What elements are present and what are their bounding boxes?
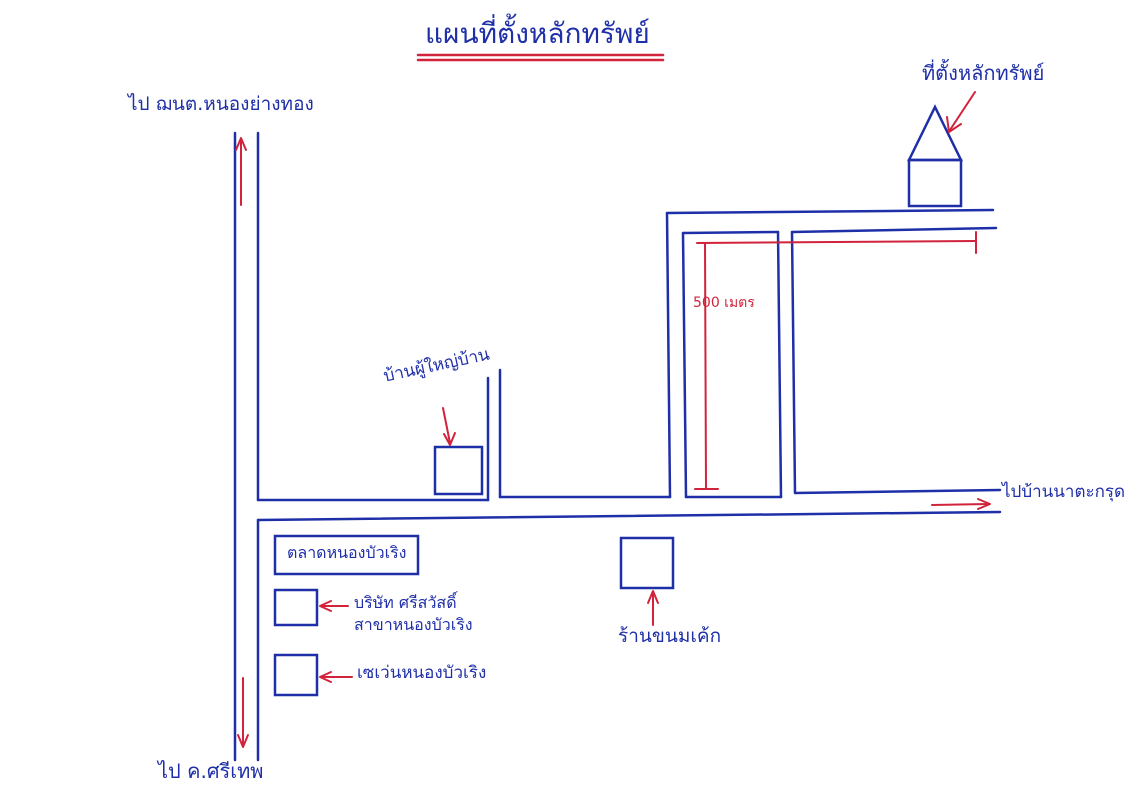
market-box (273, 534, 420, 576)
arrow-south (237, 677, 249, 748)
arrow-to-company-branch (319, 600, 349, 612)
pastry-shop-box (619, 536, 675, 590)
label-distance: 500 เมตร (693, 295, 755, 311)
main-vertical-road (233, 131, 260, 762)
label-company-branch-line1: บริษัท ศรีสวัสดิ์ (354, 593, 457, 612)
arrow-to-seven-eleven (319, 671, 353, 683)
main-horizontal-road (256, 488, 1002, 522)
label-pastry-shop: ร้านขนมเค้ก (618, 625, 722, 647)
label-property-location: ที่ตั้งหลักทรัพย์ (922, 61, 1045, 85)
label-seven-eleven: เซเว่นหนองบัวเริง (357, 663, 487, 683)
distance-marker (694, 231, 977, 490)
seven-eleven-box (273, 653, 319, 697)
map-title: แผนที่ตั้งหลักทรัพย์ (425, 17, 650, 50)
arrow-to-property (946, 91, 976, 133)
arrow-to-village-chief-house (442, 407, 456, 446)
company-branch-box (273, 588, 319, 627)
arrow-to-pastry-shop (647, 590, 659, 626)
label-to-east: ไปบ้านนาตะกรุด (1002, 482, 1126, 502)
side-road (486, 368, 502, 502)
label-company-branch-line2: สาขาหนองบัวเริง (354, 615, 473, 634)
arrow-east (931, 498, 991, 510)
property-house (906, 104, 964, 208)
label-market: ตลาดหนองบัวเริง (287, 543, 407, 562)
arrow-north (235, 137, 247, 206)
label-to-south: ไป ค.ศรีเทพ (158, 759, 264, 783)
loop-road (665, 208, 998, 499)
label-to-north: ไป ฌนต.หนองย่างทอง (128, 93, 314, 115)
village-chief-house-box (433, 445, 484, 496)
